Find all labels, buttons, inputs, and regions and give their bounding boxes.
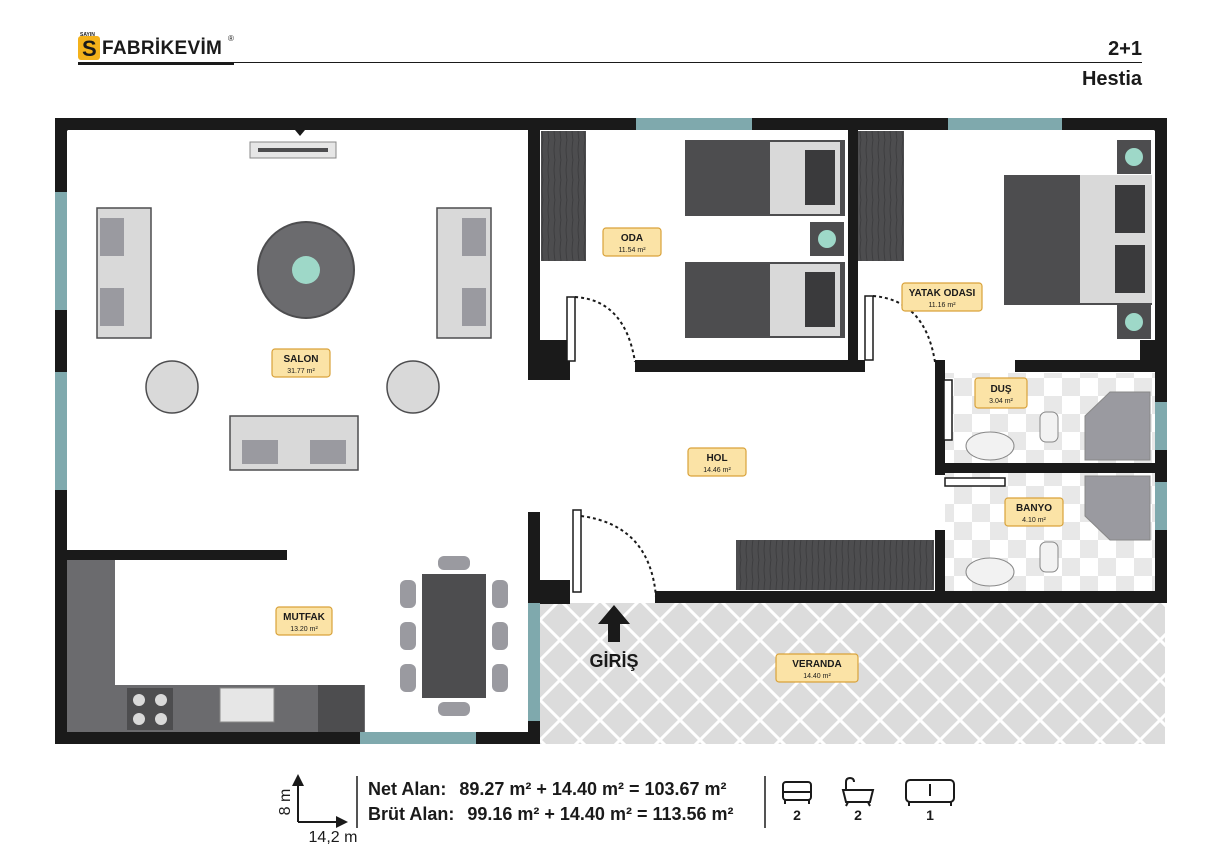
room-label-salon: SALON 31.77 m² [271,348,331,378]
net-area-formula: 89.27 m² + 14.40 m² = 103.67 m² [459,779,727,799]
header-rule [78,62,1142,63]
brand-underline [78,62,234,65]
dimension-arrows [292,774,348,828]
entry-label: GİRİŞ [589,651,638,671]
yatak-furniture [858,131,1152,339]
room-label-yatak-odasi: YATAK ODASI 11.16 m² [901,282,983,312]
brand-s-icon [78,36,100,62]
armchair-right [386,360,440,414]
brand-name: FABRİKEVİM [102,38,223,59]
svg-text:13.20 m²: 13.20 m² [290,626,318,633]
svg-text:BANYO: BANYO [1016,503,1052,514]
sink [219,687,275,723]
bedroom-count: 2 [793,807,801,823]
svg-text:31.77 m²: 31.77 m² [287,368,315,375]
kitchen-furniture [67,556,508,732]
brand-registered: ® [228,34,234,43]
svg-text:HOL: HOL [706,453,727,464]
windows [55,118,1167,744]
wardrobe-oda [541,131,586,261]
svg-text:11.16 m²: 11.16 m² [928,302,956,309]
svg-text:ODA: ODA [621,233,643,244]
bathroom-count: 2 [854,807,862,823]
living-room-count: 1 [926,807,934,823]
svg-text:14.40 m²: 14.40 m² [803,673,831,680]
wardrobe-yatak [858,131,904,261]
gross-area-row: Brüt Alan: 99.16 m² + 14.40 m² = 113.56 … [368,804,734,825]
sofa-icon [905,779,955,806]
dimension-horizontal: 14,2 m [309,829,358,846]
armchair-left [145,360,199,414]
net-area-label: Net Alan: [368,779,447,799]
room-label-oda: ODA 11.54 m² [602,227,662,257]
dining-table [422,574,486,698]
gross-area-label: Brüt Alan: [368,804,455,824]
svg-text:MUTFAK: MUTFAK [283,612,325,623]
fridge [318,685,364,732]
plan-name: Hestia [1081,68,1142,90]
net-area-row: Net Alan: 89.27 m² + 14.40 m² = 103.67 m… [368,779,727,800]
dimension-vertical: 8 m [277,789,294,816]
gross-area-formula: 99.16 m² + 14.40 m² = 113.56 m² [467,804,734,824]
entry-arrow-icon [598,605,630,642]
bed-icon [782,781,812,804]
plan-type: 2+1 [1108,38,1142,60]
svg-text:11.54 m²: 11.54 m² [618,247,646,254]
room-label-mutfak: MUTFAK 13.20 m² [275,606,333,636]
bathroom-fixtures [965,391,1151,587]
doors [566,295,1006,598]
svg-text:SALON: SALON [284,354,319,365]
svg-text:4.10 m²: 4.10 m² [1022,517,1046,524]
svg-text:VERANDA: VERANDA [792,659,841,670]
oda-furniture [541,131,845,338]
room-label-hol: HOL 14.46 m² [687,447,747,477]
bathtub-icon [841,776,875,807]
brand-tag: SAYIN [80,32,95,38]
room-label-dus: DUŞ 3.04 m² [974,377,1028,409]
svg-text:YATAK ODASI: YATAK ODASI [909,288,976,299]
stove [127,688,173,730]
svg-text:DUŞ: DUŞ [990,384,1011,395]
room-label-veranda: VERANDA 14.40 m² [775,653,859,683]
svg-text:14.46 m²: 14.46 m² [703,467,731,474]
svg-text:3.04 m²: 3.04 m² [989,398,1013,405]
room-label-banyo: BANYO 4.10 m² [1004,497,1064,527]
hall-cabinet [736,540,934,590]
salon-furniture [96,141,492,471]
brand-logo: SAYIN FABRİKEVİM ® [78,32,234,66]
